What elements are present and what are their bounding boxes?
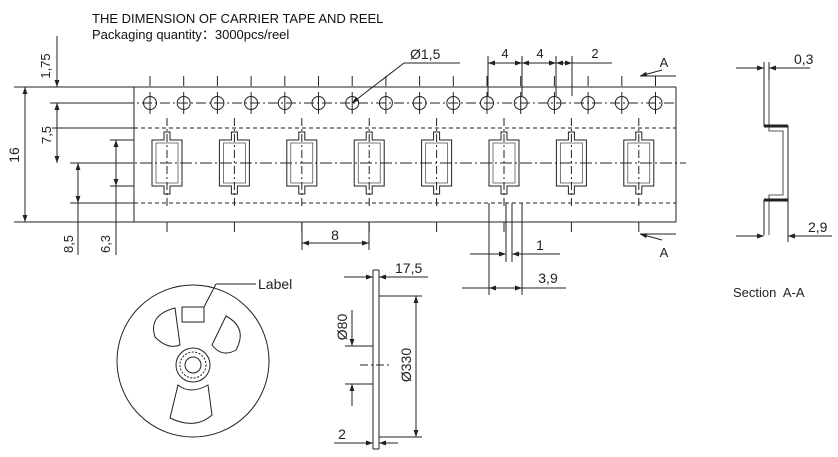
dim-flange-thickness: 2 <box>338 426 346 442</box>
dim-section-depth: 2,9 <box>808 219 828 235</box>
top-dimensions <box>351 56 676 241</box>
dim-hole-diameter: Ø1,5 <box>410 46 441 62</box>
sprocket-hole <box>581 76 596 114</box>
drawing-title: THE DIMENSION OF CARRIER TAPE AND REEL <box>92 11 384 26</box>
pocket <box>286 118 318 232</box>
dim-pocket-length: 8,5 <box>61 235 76 253</box>
dim-hub-diameter: Ø80 <box>334 314 350 341</box>
pocket <box>218 118 250 232</box>
dim-tape-width: 16 <box>6 147 22 163</box>
sprocket-hole <box>378 76 393 114</box>
sprocket-hole <box>143 76 157 114</box>
dim-pocket-width: 6,3 <box>98 235 113 253</box>
sprocket-holes <box>143 76 663 114</box>
reel-window <box>169 384 213 424</box>
dim-edge-to-hole: 1,75 <box>38 53 53 78</box>
dim-reel-width: 17,5 <box>395 260 422 276</box>
bottom-dimensions <box>301 203 566 295</box>
sprocket-hole <box>345 76 360 114</box>
sprocket-hole <box>412 76 427 114</box>
reel-label-text: Label <box>258 276 292 292</box>
reel-side-view <box>334 269 428 450</box>
dim-reel-diameter: Ø330 <box>398 348 414 382</box>
section-mark-top: A <box>660 55 669 70</box>
pockets <box>151 118 655 232</box>
left-dimensions <box>14 36 134 255</box>
sprocket-hole <box>311 76 326 114</box>
reel-window <box>153 307 181 347</box>
section-aa-profile <box>736 62 832 242</box>
sprocket-hole <box>648 76 663 114</box>
sprocket-hole <box>277 76 292 114</box>
pocket <box>353 118 385 232</box>
section-aa-label: Section A-A <box>733 285 805 300</box>
dim-slot-width: 1 <box>536 237 544 253</box>
sprocket-hole <box>547 76 562 114</box>
dim-hole-pitch: 4 <box>501 46 508 61</box>
sprocket-hole <box>513 76 528 114</box>
dim-hole-to-pocket: 4 <box>536 46 543 61</box>
packaging-quantity: Packaging quantity：3000pcs/reel <box>92 27 290 42</box>
pocket <box>488 118 520 232</box>
sprocket-hole <box>176 76 191 114</box>
dim-pocket-pitch-offset: 2 <box>591 46 598 61</box>
sprocket-hole <box>244 76 259 114</box>
dim-section-thickness: 0,3 <box>794 51 814 67</box>
reel-front-view <box>116 283 270 438</box>
sprocket-hole <box>446 76 461 114</box>
reel-hub <box>175 347 211 383</box>
reel-label-rect <box>181 306 205 323</box>
pocket <box>623 118 655 232</box>
dim-pocket-pitch: 8 <box>331 227 339 243</box>
sprocket-hole <box>614 76 629 114</box>
pocket <box>151 118 183 232</box>
dim-pocket-center-offset: 7,5 <box>39 126 54 144</box>
pocket <box>555 118 587 232</box>
section-mark-bottom: A <box>660 245 669 260</box>
reel-window <box>211 315 241 354</box>
sprocket-hole <box>480 76 494 114</box>
pocket <box>421 118 453 232</box>
dim-pocket-depth: 3,9 <box>538 270 558 286</box>
sprocket-hole <box>210 76 225 114</box>
reel-outer-rim <box>116 284 270 438</box>
tape-outline <box>20 86 677 223</box>
reel-arbor-hole <box>184 356 202 374</box>
